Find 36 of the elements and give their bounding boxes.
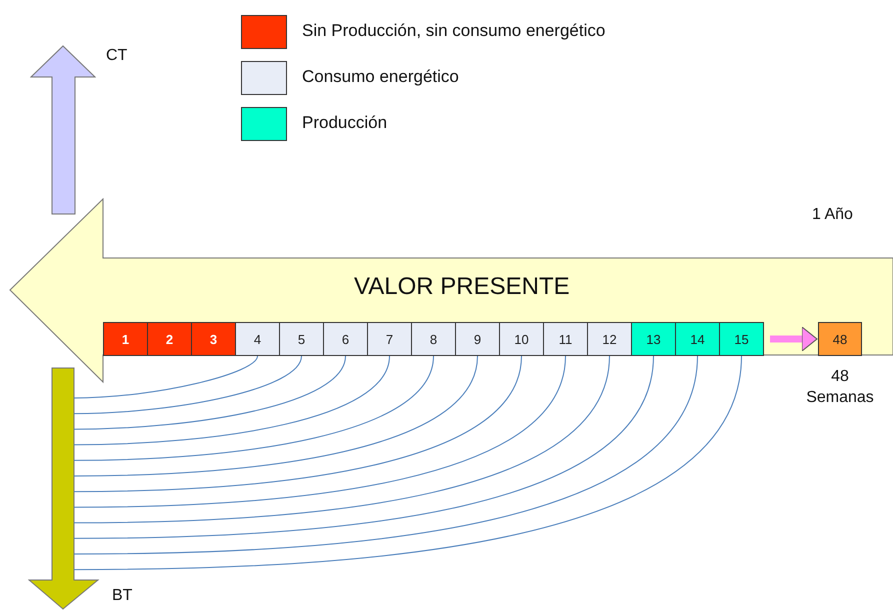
- arrow-title: VALOR PRESENTE: [354, 273, 570, 301]
- week-cell: 13: [631, 322, 676, 356]
- week-cell: 9: [455, 322, 500, 356]
- week-cell: 11: [543, 322, 588, 356]
- week-cell: 15: [719, 322, 764, 356]
- connector-curve: [74, 356, 434, 461]
- week-cell: 2: [147, 322, 192, 356]
- week-cell: 6: [323, 322, 368, 356]
- caption-label: BT: [112, 587, 132, 605]
- week-cell: 12: [587, 322, 632, 356]
- connector-curve: [74, 356, 258, 398]
- week-cell: 4: [235, 322, 280, 356]
- connector-curve: [74, 356, 478, 476]
- arrow: [770, 326, 818, 352]
- week-cell: 1: [103, 322, 148, 356]
- week-cell: 14: [675, 322, 720, 356]
- legend-label: Consumo energético: [302, 67, 459, 87]
- connector-curve: [74, 356, 390, 446]
- week-cell: 10: [499, 322, 544, 356]
- time-label: 1 Año: [812, 206, 853, 224]
- connector-curve: [74, 356, 302, 414]
- down-arrow: [28, 367, 100, 610]
- week-cell: 5: [279, 322, 324, 356]
- connector-curve: [74, 356, 522, 492]
- week-cell: 3: [191, 322, 236, 356]
- week-cell: 48: [818, 322, 862, 356]
- legend-label: Sin Producción, sin consumo energético: [302, 21, 606, 41]
- connector-curve: [74, 356, 610, 524]
- connector-curve: [74, 356, 566, 508]
- caption-label: 48 Semanas: [805, 367, 875, 408]
- week-cell: 7: [367, 322, 412, 356]
- legend-label: Producción: [302, 113, 388, 133]
- caption-label: CT: [106, 47, 128, 65]
- connector-curve: [74, 356, 346, 430]
- week-cell: 8: [411, 322, 456, 356]
- up-arrow: [30, 45, 96, 215]
